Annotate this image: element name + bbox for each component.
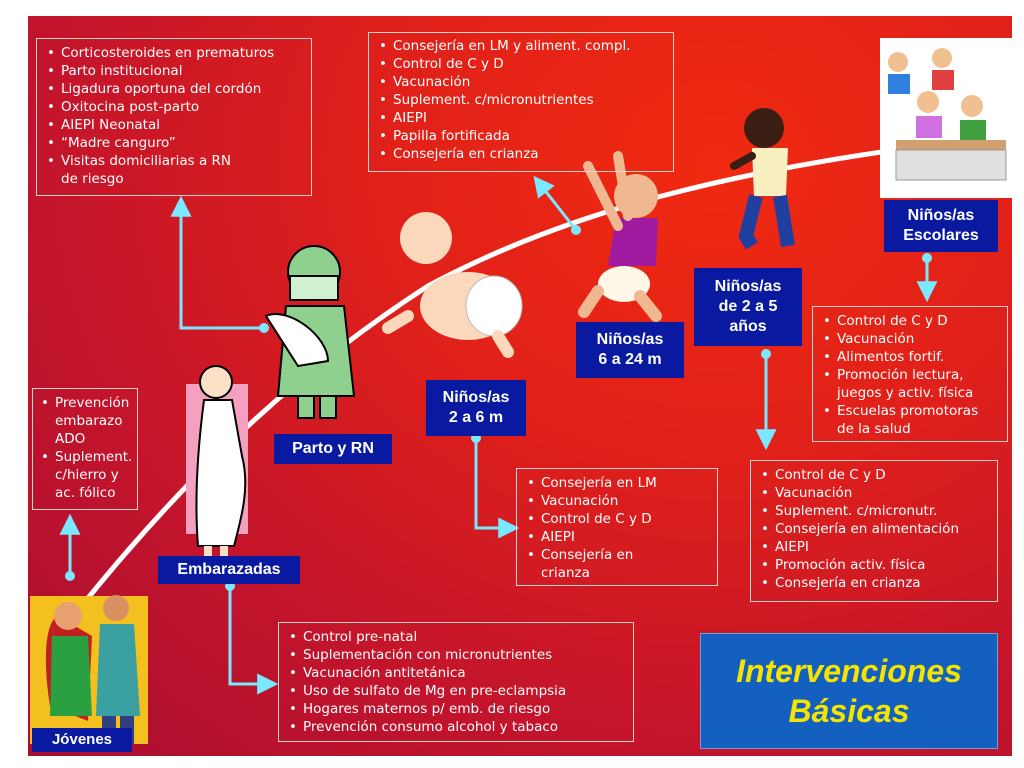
intervention-item: Consejería en crianza (761, 574, 991, 592)
connector-2-6m (474, 438, 520, 539)
crawling-baby-illustration (382, 212, 523, 358)
interventions-escolares: Control de C y DVacunaciónAlimentos fort… (812, 306, 1008, 442)
intervention-item: Suplement. c/micronutr. (761, 502, 991, 520)
intervention-item: AIEPI (761, 538, 991, 556)
intervention-item: AIEPI (527, 528, 711, 546)
running-child-illustration (730, 108, 795, 250)
intervention-item: Vacunación antitetánica (289, 664, 627, 682)
intervention-item: Suplementación con micronutrientes (289, 646, 627, 664)
connector-embarazadas (228, 586, 279, 695)
intervention-item: Ligadura oportuna del cordón (47, 80, 305, 98)
intervention-item: Consejería en crianza (527, 546, 711, 582)
classroom-illustration (880, 38, 1012, 198)
intervention-item: Consejería en LM (527, 474, 711, 492)
intervention-item: Control de C y D (761, 466, 991, 484)
title-line-1: Intervenciones (736, 653, 962, 689)
interventions-2-6m: Consejería en LMVacunaciónControl de C y… (516, 468, 718, 586)
intervention-item: Consejería en LM y aliment. compl. (379, 37, 667, 55)
intervention-item: Control de C y D (527, 510, 711, 528)
diagram-slide: Jóvenes Embarazadas Parto y RN Niños/as … (28, 16, 1012, 756)
intervention-item: Control pre-natal (289, 628, 627, 646)
diagram-graphics (30, 38, 1012, 744)
connector-lines (59, 175, 938, 695)
intervention-item: Escuelas promotoras de la salud (823, 402, 1001, 438)
interventions-jovenes: Prevención embarazo ADOSuplement. c/hier… (32, 388, 138, 510)
interventions-parto-rn: Corticosteroides en prematurosParto inst… (36, 38, 312, 196)
interventions-embarazadas: Control pre-natalSuplementación con micr… (278, 622, 634, 742)
intervention-item: Vacunación (379, 73, 667, 91)
intervention-item: Vacunación (823, 330, 1001, 348)
stage-label-2-6m: Niños/as 2 a 6 m (426, 380, 526, 436)
intervention-item: Prevención consumo alcohol y tabaco (289, 718, 627, 736)
intervention-item: Uso de sulfato de Mg en pre-eclampsia (289, 682, 627, 700)
intervention-item: Control de C y D (823, 312, 1001, 330)
intervention-item: Control de C y D (379, 55, 667, 73)
stage-label-parto-rn: Parto y RN (274, 434, 392, 464)
stage-label-escolares: Niños/as Escolares (884, 200, 998, 252)
intervention-item: Papilla fortificada (379, 127, 667, 145)
intervention-item: AIEPI Neonatal (47, 116, 305, 134)
intervention-item: Oxitocina post-parto (47, 98, 305, 116)
stage-label-6-24m: Niños/as 6 a 24 m (576, 322, 684, 378)
stage-label-jovenes: Jóvenes (32, 728, 132, 752)
intervention-item: Corticosteroides en prematuros (47, 44, 305, 62)
intervention-item: AIEPI (379, 109, 667, 127)
intervention-item: Parto institucional (47, 62, 305, 80)
intervention-item: Promoción activ. física (761, 556, 991, 574)
intervention-item: Prevención embarazo ADO (41, 394, 133, 448)
intervention-item: Alimentos fortif. (823, 348, 1001, 366)
intervention-item: Hogares maternos p/ emb. de riesgo (289, 700, 627, 718)
intervention-item: Visitas domiciliarias a RN de riesgo (47, 152, 305, 188)
youth-couple-illustration (30, 595, 148, 744)
interventions-6-24m: Consejería en LM y aliment. compl.Contro… (368, 32, 674, 172)
intervention-item: Consejería en crianza (379, 145, 667, 163)
title-line-2: Básicas (788, 693, 910, 729)
stage-label-embarazadas: Embarazadas (158, 556, 300, 584)
intervention-item: Suplement. c/micronutrientes (379, 91, 667, 109)
intervention-item: Suplement. c/hierro y ac. fólico (41, 448, 133, 502)
interventions-2-5-anos: Control de C y DVacunaciónSuplement. c/m… (750, 460, 998, 602)
intervention-item: Vacunación (527, 492, 711, 510)
doctor-illustration (264, 245, 356, 419)
intervention-item: Consejería en alimentación (761, 520, 991, 538)
connector-parto (170, 195, 264, 330)
intervention-item: Promoción lectura, juegos y activ. físic… (823, 366, 1001, 402)
stage-label-2-5-anos: Niños/as de 2 a 5 años (694, 268, 802, 346)
intervention-item: “Madre canguro” (47, 134, 305, 152)
toddler-illustration (578, 151, 662, 322)
pregnant-woman-illustration (186, 365, 248, 566)
intervention-item: Vacunación (761, 484, 991, 502)
connector-6-24m (533, 175, 578, 231)
title-box: Intervenciones Básicas (700, 633, 998, 749)
